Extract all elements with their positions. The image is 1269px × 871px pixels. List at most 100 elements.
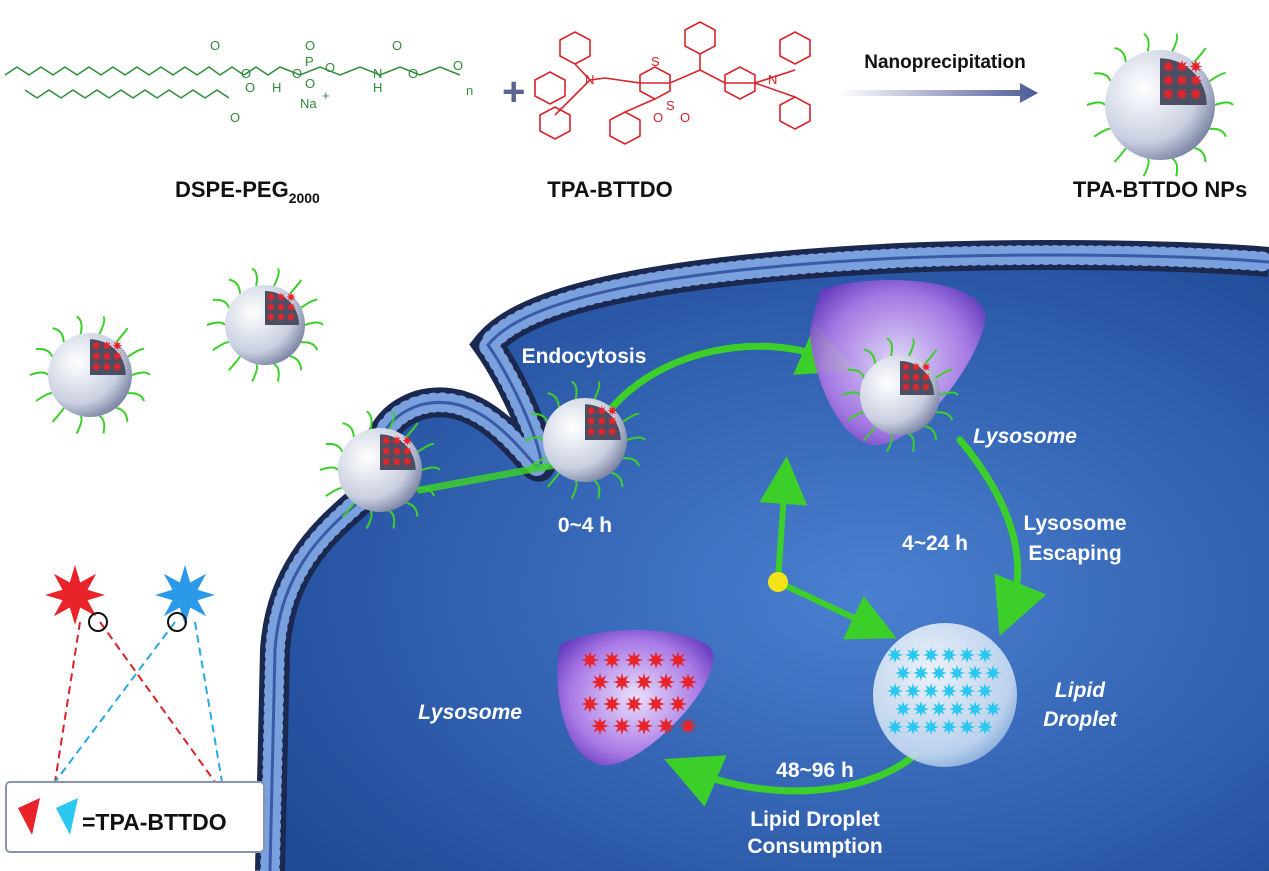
- atom-label: O: [653, 110, 663, 125]
- dye-star: [286, 312, 296, 322]
- cyan-dye-star: [887, 683, 903, 699]
- dye-star: [596, 405, 607, 416]
- cyan-dye-star: [959, 719, 975, 735]
- red-dye-star: [635, 717, 653, 735]
- atom-label: O: [305, 38, 315, 53]
- red-dye-star: [679, 673, 697, 691]
- red-dye-star: [603, 695, 621, 713]
- cyan-dye-star: [913, 665, 929, 681]
- atom-label: O: [230, 110, 240, 125]
- atom-label: S: [666, 98, 675, 113]
- red-dye-star: [679, 717, 697, 735]
- red-dye-star: [625, 695, 643, 713]
- red-dye-star: [613, 673, 631, 691]
- dye-star: [1189, 59, 1203, 74]
- nanoparticles: [29, 32, 1234, 529]
- atom-label: N: [585, 72, 594, 87]
- cyan-dye-star: [985, 701, 1001, 717]
- cyan-dye-star: [941, 647, 957, 663]
- dye-star: [381, 435, 392, 446]
- dye-star: [266, 292, 276, 302]
- dye-star: [911, 382, 921, 392]
- dye-star: [901, 382, 911, 392]
- atom-label: O: [245, 80, 255, 95]
- pathway-arrows: [416, 323, 1047, 807]
- dye-star: [402, 435, 413, 446]
- nanoparticle: [29, 315, 151, 434]
- dye-star: [1161, 59, 1175, 74]
- clock-icon: [759, 456, 897, 640]
- atom-label: O: [325, 60, 335, 75]
- dye-star: [112, 361, 123, 372]
- dye-star: [586, 426, 597, 437]
- dye-star: [266, 302, 276, 312]
- lipid-droplet-consumption-label: Consumption: [747, 835, 882, 858]
- atom-label: O: [408, 66, 418, 81]
- nanoprecipitation-label: Nanoprecipitation: [864, 52, 1026, 73]
- cyan-dye-star: [977, 719, 993, 735]
- atom-label: O: [292, 66, 302, 81]
- dye-star: [607, 416, 618, 427]
- time-4-24h-label: 4~24 h: [902, 532, 968, 555]
- cyan-dye-star: [931, 665, 947, 681]
- dye-star: [101, 361, 112, 372]
- dye-star: [266, 312, 276, 322]
- lipid-droplet-label: Lipid: [1055, 679, 1106, 702]
- red-dye-star: [669, 695, 687, 713]
- time-0-4h-label: 0~4 h: [558, 514, 612, 537]
- atom-label: H: [373, 80, 382, 95]
- dye-star: [276, 302, 286, 312]
- dye-star: [1175, 59, 1189, 74]
- red-dye-star: [669, 651, 687, 669]
- lipid-chain-2: [24, 89, 230, 99]
- dye-star: [276, 292, 286, 302]
- atom-label: O: [241, 66, 251, 81]
- cyan-dye-star: [887, 719, 903, 735]
- red-dye-star: [635, 673, 653, 691]
- lipid-droplet-consumption-label: Lipid Droplet: [750, 808, 880, 831]
- cyan-dye-star: [977, 683, 993, 699]
- cyan-dye-star: [895, 701, 911, 717]
- red-dye-star: [591, 673, 609, 691]
- red-dye-star: [647, 695, 665, 713]
- red-dye-star: [581, 695, 599, 713]
- atom-label: Na: [300, 96, 317, 111]
- red-dye-star: [625, 651, 643, 669]
- dye-star: [381, 456, 392, 467]
- red-dye-star-large: [45, 565, 105, 625]
- cyan-dye-star: [967, 701, 983, 717]
- cyan-dye-star: [905, 719, 921, 735]
- cyan-dye-star: [959, 683, 975, 699]
- atom-label: +: [322, 88, 330, 103]
- blue-dye-star-large: [155, 565, 215, 625]
- lipid-droplet-label: Droplet: [1043, 708, 1118, 731]
- lipid-chain-1: [4, 66, 245, 76]
- atom-label: n: [466, 83, 473, 98]
- dye-star: [921, 382, 931, 392]
- nanoparticle: [841, 337, 959, 452]
- nanoparticle: [319, 410, 441, 529]
- dye-star: [276, 312, 286, 322]
- dye-star: [391, 446, 402, 457]
- dye-star: [286, 302, 296, 312]
- cyan-dye-star: [977, 647, 993, 663]
- atom-label: O: [453, 58, 463, 73]
- legend-label: =TPA-BTTDO: [82, 809, 227, 835]
- red-dye-star: [591, 717, 609, 735]
- cyan-dye-star: [949, 701, 965, 717]
- dye-star: [607, 405, 618, 416]
- red-dye-star: [647, 651, 665, 669]
- dye-star: [101, 340, 112, 351]
- red-dye-star: [613, 717, 631, 735]
- dye-star: [911, 362, 921, 372]
- cyan-dye-star: [949, 665, 965, 681]
- tpa-bttdo-structure: [534, 21, 811, 145]
- red-dye-star: [603, 651, 621, 669]
- lysosome-escaping-label: Lysosome: [1023, 512, 1126, 535]
- atom-label: P: [305, 54, 314, 69]
- dye-star: [921, 362, 931, 372]
- atom-label: O: [392, 38, 402, 53]
- cyan-dye-star: [923, 719, 939, 735]
- dye-star: [91, 340, 102, 351]
- atom-label: O: [305, 76, 315, 91]
